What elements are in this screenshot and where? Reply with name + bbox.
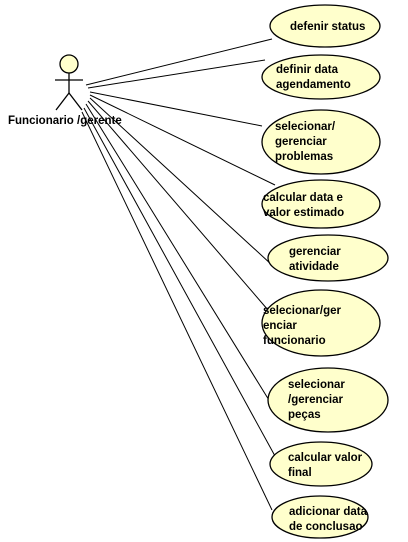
use-cases: defenir status definir data agendamento sel… <box>261 4 389 539</box>
use-case[interactable]: selecionar/gerenciar peças <box>267 367 389 433</box>
association-line <box>81 111 273 511</box>
use-case-label: problemas <box>275 151 333 163</box>
actor-right-leg <box>68 92 83 111</box>
use-case[interactable]: selecionar/gerenciar problemas <box>261 109 381 175</box>
use-case[interactable]: definir data agendamento <box>261 54 381 100</box>
association-line <box>89 91 263 127</box>
use-case-label: definir data <box>276 64 339 76</box>
use-case-label: agendamento <box>276 79 351 91</box>
use-case-label: gerenciar <box>289 246 341 258</box>
actor-label: Funcionario /gerente <box>8 115 122 127</box>
use-case-label: enciar <box>263 320 297 332</box>
use-case-ellipse <box>271 495 369 539</box>
use-case-ellipse <box>269 4 381 48</box>
use-case-ellipse <box>261 54 381 100</box>
use-case-label: peças <box>288 409 321 421</box>
use-case-ellipse <box>267 367 389 433</box>
use-case-label: final <box>288 467 312 479</box>
use-case-label: selecionar/ger <box>263 305 342 317</box>
use-case-ellipse <box>267 234 389 282</box>
use-case-label: defenir status <box>290 21 365 33</box>
use-case-ellipse <box>261 109 381 175</box>
association-lines <box>81 38 276 511</box>
use-case[interactable]: defenir status <box>269 4 381 48</box>
use-case[interactable]: adicionar data de conclusao <box>271 495 369 539</box>
association-line <box>87 59 266 89</box>
use-case-ellipse <box>261 179 381 229</box>
actor-funcionario-gerente[interactable]: Funcionario /gerente <box>8 54 122 127</box>
use-case-label: valor estimado <box>263 207 344 219</box>
association-line <box>85 38 273 86</box>
use-case-label: de conclusao <box>289 521 363 533</box>
use-case-label: selecionar <box>288 379 345 391</box>
use-case-ellipse <box>269 441 373 487</box>
association-line <box>83 107 276 457</box>
use-case-label: gerenciar <box>275 136 327 148</box>
use-case-ellipse <box>261 289 381 357</box>
use-case-label: atividade <box>289 261 339 273</box>
use-case-label: calcular data e <box>263 192 343 204</box>
use-case-label: selecionar/ <box>275 121 336 133</box>
use-case-label: funcionario <box>263 335 326 347</box>
actor-head <box>59 54 79 74</box>
use-case-label: calcular valor <box>288 452 363 464</box>
association-line <box>85 103 273 406</box>
use-case[interactable]: calcular valor final <box>269 441 373 487</box>
association-line <box>87 100 269 311</box>
use-case-label: /gerenciar <box>288 394 343 406</box>
use-case[interactable]: gerenciar atividade <box>267 234 389 282</box>
association-line <box>89 94 276 186</box>
association-line <box>89 97 273 266</box>
use-case-label: adicionar data <box>289 506 368 518</box>
use-case[interactable]: selecionar/ger enciar funcionario <box>261 289 381 357</box>
actor-left-leg <box>55 92 70 111</box>
use-case[interactable]: calcular data e valor estimado <box>261 179 381 229</box>
